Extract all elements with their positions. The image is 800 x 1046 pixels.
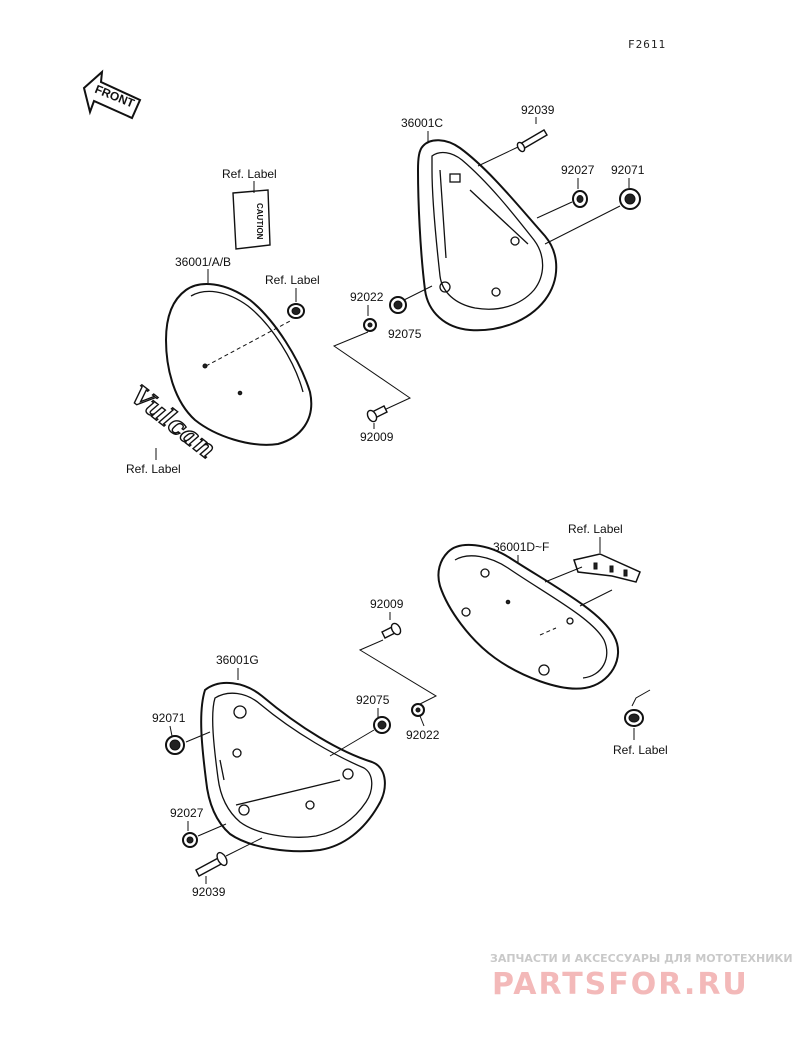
- side-cover-36001c: [416, 139, 558, 332]
- side-cover-36001df: [437, 543, 620, 690]
- part-92027-top-label: 92027: [561, 163, 595, 177]
- part-36001c-label: 36001C: [401, 116, 443, 130]
- ref-label-right: Ref. Label: [568, 522, 623, 536]
- spacer-92027-bottom: [182, 832, 198, 848]
- grommet-ref-bottom-right: [624, 709, 644, 727]
- part-36001df-label: 36001D~F: [493, 540, 549, 554]
- ref-label-grommet: Ref. Label: [265, 273, 320, 287]
- caution-label-text: CAUTION: [255, 203, 264, 240]
- emblem-plate-right: [573, 553, 641, 583]
- grommet-92071-top: [619, 188, 641, 210]
- bolt-92039-bottom: [195, 851, 228, 877]
- bolt-92039-top: [516, 129, 548, 153]
- figure-code: F2611: [628, 38, 666, 51]
- part-92039-top-label: 92039: [521, 103, 555, 117]
- spacer-92027-top: [572, 190, 588, 208]
- washer-92022-top: [363, 318, 377, 332]
- part-92075-top-label: 92075: [388, 327, 422, 341]
- part-92022-bottom-label: 92022: [406, 728, 440, 742]
- grommet-92071-bottom: [165, 735, 185, 755]
- side-cover-36001g: [200, 681, 386, 853]
- part-36001g-label: 36001G: [216, 653, 259, 667]
- part-92071-bottom-label: 92071: [152, 711, 186, 725]
- caution-label-card: CAUTION: [232, 189, 271, 250]
- part-92071-top-label: 92071: [611, 163, 645, 177]
- part-92009-top-label: 92009: [360, 430, 394, 444]
- watermark-logo: PARTSFOR.RU: [492, 967, 749, 1002]
- washer-92022-bottom: [411, 703, 425, 717]
- part-92027-bottom-label: 92027: [170, 806, 204, 820]
- side-cover-36001ab: [164, 283, 313, 446]
- watermark-tagline: ЗАПЧАСТИ И АКСЕССУАРЫ ДЛЯ МОТОТЕХНИКИ: [490, 952, 793, 965]
- part-92039-bottom-label: 92039: [192, 885, 226, 899]
- ref-label-bottom-right: Ref. Label: [613, 743, 668, 757]
- ref-label-emblem: Ref. Label: [126, 462, 181, 476]
- part-92022-top-label: 92022: [350, 290, 384, 304]
- ref-label-top: Ref. Label: [222, 167, 277, 181]
- bolt-92009-top: [366, 405, 388, 423]
- front-arrow-icon: FRONT: [82, 69, 142, 120]
- grommet-icon: [287, 303, 305, 319]
- collar-92075-top: [389, 296, 407, 314]
- part-36001ab-label: 36001/A/B: [175, 255, 231, 269]
- bolt-92009-bottom: [381, 622, 402, 639]
- collar-92075-bottom: [373, 716, 391, 734]
- part-92075-bottom-label: 92075: [356, 693, 390, 707]
- part-92009-bottom-label: 92009: [370, 597, 404, 611]
